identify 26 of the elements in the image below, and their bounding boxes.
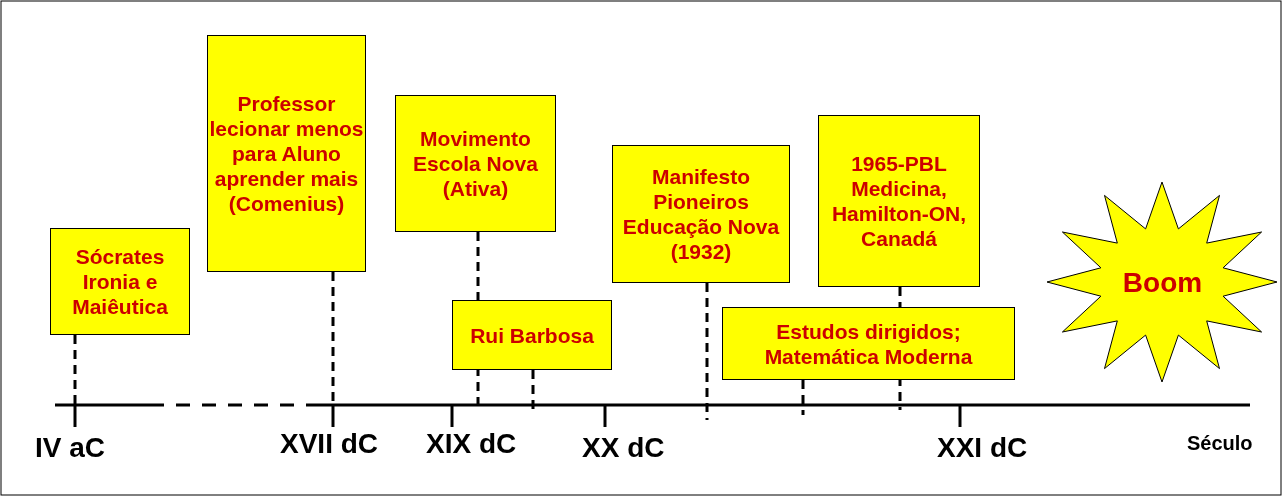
event-box bbox=[395, 95, 556, 232]
event-box bbox=[50, 228, 190, 335]
event-text: Sócrates Ironia e Maiêutica bbox=[71, 244, 169, 319]
leader-line bbox=[73, 335, 77, 405]
axis-label: XIX dC bbox=[426, 428, 517, 460]
leader-line bbox=[531, 370, 535, 410]
event-text: Boom bbox=[1122, 266, 1203, 299]
leader-line bbox=[801, 380, 805, 415]
event-text: Manifesto Pioneiros Educação Nova (1932) bbox=[621, 164, 781, 264]
axis-label: XVII dC bbox=[280, 428, 378, 460]
event-text: Movimento Escola Nova (Ativa) bbox=[412, 126, 539, 201]
event-text: Estudos dirigidos; Matemática Moderna bbox=[763, 318, 974, 369]
leader-line bbox=[705, 283, 709, 420]
event-box bbox=[452, 300, 612, 370]
event-text: Professor lecionar menos para Aluno aprender mais (Comenius) bbox=[208, 91, 365, 216]
axis-label: XXI dC bbox=[937, 432, 1028, 464]
event-box bbox=[612, 145, 790, 283]
event-box bbox=[818, 115, 980, 287]
starburst bbox=[1045, 180, 1280, 385]
event-text: 1965-PBL Medicina, Hamilton-ON, Canadá bbox=[830, 151, 968, 251]
axis-label: Século bbox=[1187, 432, 1253, 455]
event-box bbox=[207, 35, 366, 272]
axis-label: XX dC bbox=[582, 432, 665, 464]
event-box bbox=[722, 307, 1015, 380]
event-text: Rui Barbosa bbox=[470, 322, 594, 348]
axis-label: IV aC bbox=[35, 432, 106, 464]
